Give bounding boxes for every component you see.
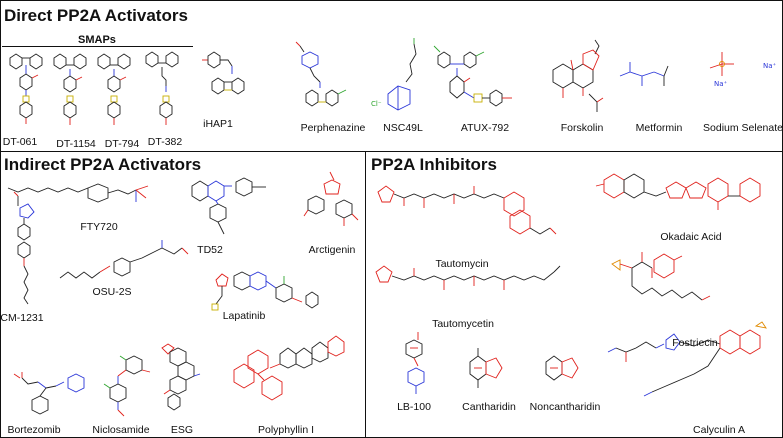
ihap1-structure <box>202 51 245 95</box>
arctigenin-structure <box>303 171 359 226</box>
label-metformin: Metformin <box>635 122 683 134</box>
esg-structure <box>161 343 201 411</box>
label-sodium-selenate: Sodium Selenate <box>703 122 783 134</box>
label-forskolin: Forskolin <box>560 122 604 134</box>
label-okadaic-acid: Okadaic Acid <box>660 231 722 243</box>
label-lb-100: LB-100 <box>397 401 431 413</box>
perphenazine-structure <box>295 41 347 107</box>
label-noncantharidin: Noncantharidin <box>529 401 601 413</box>
label-osu-2s: OSU-2S <box>92 286 132 298</box>
chloride-ion: Cl⁻ <box>371 100 382 108</box>
cm-1231-structure <box>13 191 35 305</box>
dt-061-structure <box>9 53 43 124</box>
lb-100-structure <box>405 332 425 394</box>
label-cantharidin: Cantharidin <box>462 401 516 413</box>
calyculin-a-structure <box>607 321 767 397</box>
direct-activators-title: Direct PP2A Activators <box>4 6 188 25</box>
label-fty720: FTY720 <box>80 221 118 233</box>
label-polyphyllin-i: Polyphyllin I <box>257 424 315 436</box>
label-calyculin-a: Calyculin A <box>693 424 745 436</box>
atux-792-structure <box>433 45 512 107</box>
label-tautomycetin: Tautomycetin <box>432 318 494 330</box>
cantharidin-structure <box>469 348 503 388</box>
osu-2s-structure <box>59 240 189 279</box>
noncantharidin-structure <box>545 355 579 381</box>
sodium-selenate-structure <box>709 52 734 76</box>
td52-structure <box>191 177 266 235</box>
niclosamide-structure <box>103 355 151 417</box>
tautomycetin-structure <box>375 265 561 290</box>
tautomycin-structure <box>377 185 557 235</box>
fty720-structure <box>7 183 149 203</box>
label-niclosamide: Niclosamide <box>92 424 150 436</box>
indirect-activators-title: Indirect PP2A Activators <box>4 155 202 174</box>
smaps-divider <box>2 46 193 47</box>
polyphyllin-i-structure <box>233 335 345 401</box>
label-ihap1: iHAP1 <box>203 118 233 130</box>
label-perphenazine: Perphenazine <box>300 122 366 134</box>
lapatinib-structure <box>211 271 319 311</box>
fostriecin-structure <box>611 252 711 301</box>
label-lapatinib: Lapatinib <box>222 310 266 322</box>
metformin-structure <box>619 62 669 86</box>
label-dt-061: DT-061 <box>2 136 38 148</box>
label-cm-1231: CM-1231 <box>0 312 44 324</box>
sodium-ion-1: Na⁺ <box>763 62 777 70</box>
label-atux-792: ATUX-792 <box>460 122 510 134</box>
forskolin-structure <box>552 39 604 112</box>
dt-794-structure <box>97 53 131 125</box>
label-esg: ESG <box>170 424 194 436</box>
nsc49l-structure <box>387 38 417 111</box>
label-dt-1154: DT-1154 <box>56 138 96 150</box>
label-bortezomib: Bortezomib <box>7 424 61 436</box>
label-dt-794: DT-794 <box>104 138 140 150</box>
pp2a-inhibitors-title: PP2A Inhibitors <box>371 155 497 174</box>
label-td52: TD52 <box>197 244 223 256</box>
label-tautomycin: Tautomycin <box>435 258 489 270</box>
label-arctigenin: Arctigenin <box>308 244 356 256</box>
dt-1154-structure <box>53 53 87 125</box>
label-dt-382: DT-382 <box>147 136 183 148</box>
label-nsc49l: NSC49L <box>383 122 423 134</box>
okadaic-acid-structure <box>595 173 761 210</box>
bortezomib-structure <box>13 372 85 415</box>
dt-382-structure <box>145 51 179 125</box>
sodium-ion-2: Na⁺ <box>714 80 728 88</box>
smaps-title: SMAPs <box>78 34 116 46</box>
label-fostriecin: Fostriecin <box>672 337 718 349</box>
